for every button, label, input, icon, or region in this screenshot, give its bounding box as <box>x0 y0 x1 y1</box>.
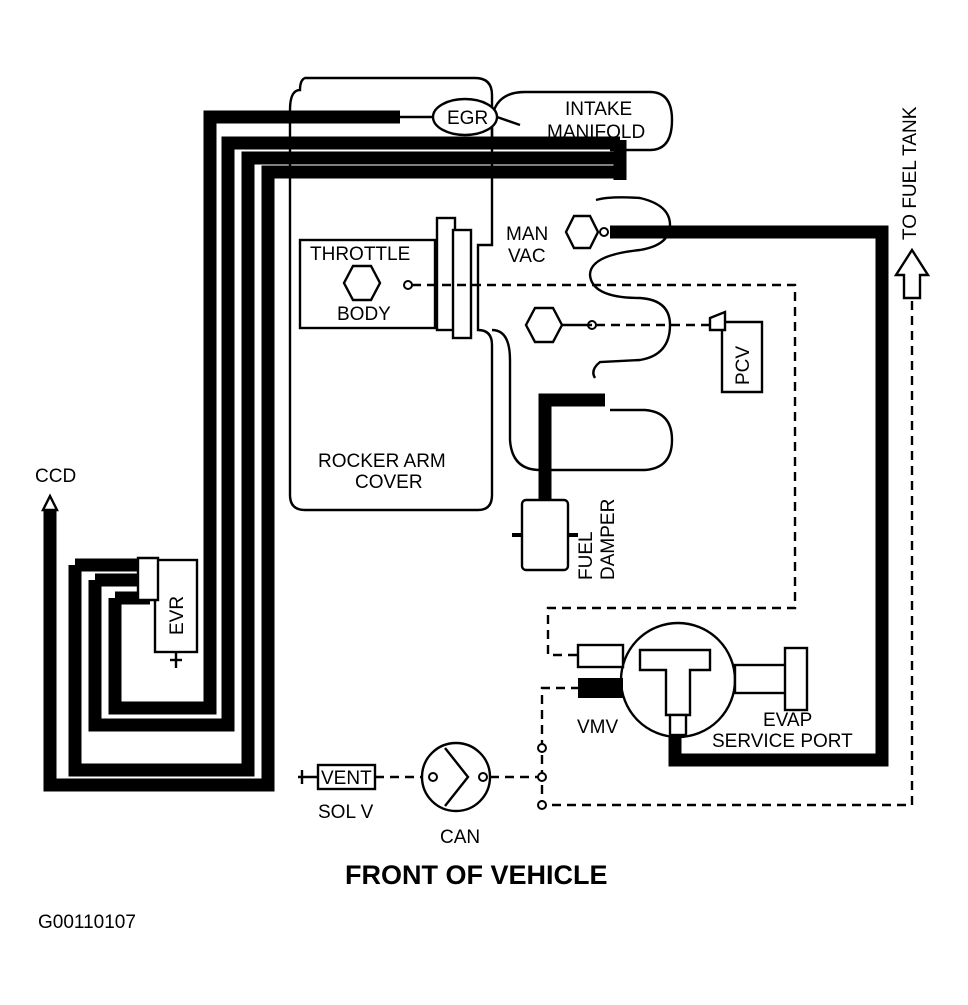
throttle-body-label-line2: BODY <box>337 304 391 325</box>
vmv-valve-stem <box>668 713 688 737</box>
ccd-label: CCD <box>35 466 76 487</box>
vmv-port-upper <box>576 643 625 669</box>
evap-service-port-label-line2: SERVICE PORT <box>712 731 853 752</box>
hose-manvac-to-evap <box>610 225 889 767</box>
evr-body <box>153 558 199 654</box>
egr-label: EGR <box>447 108 488 129</box>
thin-hose-egr-to-manifold <box>496 115 521 127</box>
rocker-arm-cover-outline <box>288 76 494 512</box>
throttle-port-nipple <box>403 280 413 290</box>
hose-evr-inner <box>108 110 400 715</box>
canister-divider <box>444 747 470 807</box>
vent-label: VENT <box>321 768 372 789</box>
evr-top <box>136 556 160 602</box>
canister-body <box>420 741 492 813</box>
vmv-valve-body <box>638 648 712 717</box>
throttle-body-label-line1: THROTTLE <box>310 244 410 265</box>
vmv-label: VMV <box>577 717 619 738</box>
man-vac-port-hex <box>564 214 600 250</box>
intake-manifold-outline <box>490 90 674 152</box>
evap-service-port-cap <box>783 646 809 712</box>
can-label: CAN <box>440 827 480 848</box>
middle-port-hex <box>524 306 564 344</box>
man-vac-nipple <box>599 227 609 237</box>
ccd-port <box>41 493 59 512</box>
man-vac-label-line2: VAC <box>508 246 546 267</box>
hose-fuel-damper <box>538 393 605 525</box>
canister-port-l <box>428 772 438 782</box>
junction-fitting-2 <box>537 772 547 782</box>
front-of-vehicle-label: FRONT OF VEHICLE <box>345 860 608 890</box>
vent-solenoid-box <box>316 763 377 791</box>
fuel-damper-body <box>520 498 570 572</box>
manifold-runner-outline <box>588 196 672 379</box>
rocker-arm-cover-label-line2: COVER <box>355 472 423 493</box>
pcv-valve-body <box>720 320 764 394</box>
man-vac-label-line1: MAN <box>506 224 548 245</box>
fuel-damper-label-line2: DAMPER <box>598 499 619 580</box>
hose-evr-middle <box>88 136 620 732</box>
canister-port-r <box>478 772 488 782</box>
pcv-label: PCV <box>733 346 754 385</box>
junction-fitting-3 <box>537 800 547 810</box>
hose-evr-outer <box>68 151 620 777</box>
dashed-hose-throttle-loop <box>412 283 797 657</box>
hose-ccd-to-egr <box>43 165 620 792</box>
vmv-port-lower <box>578 678 623 698</box>
fuel-damper-label-line1: FUEL <box>576 531 597 580</box>
intake-manifold-label-line1: INTAKE <box>565 99 632 120</box>
evap-service-port-stem <box>733 663 789 695</box>
lower-manifold-outline <box>491 328 674 472</box>
figure-id-label: G00110107 <box>38 912 136 933</box>
rocker-arm-cover-label-line1: ROCKER ARM <box>318 451 446 472</box>
evr-label: EVR <box>167 596 188 635</box>
evap-service-port-label-line1: EVAP <box>763 710 812 731</box>
throttle-body-hex <box>342 264 382 302</box>
intake-manifold-label-line2: MANIFOLD <box>547 122 645 143</box>
fuel-tank-arrow <box>893 247 931 300</box>
to-fuel-tank-label: TO FUEL TANK <box>900 106 921 240</box>
sol-v-label: SOL V <box>318 802 374 823</box>
junction-fitting-1 <box>537 743 547 753</box>
pcv-valve-cap <box>708 310 727 332</box>
